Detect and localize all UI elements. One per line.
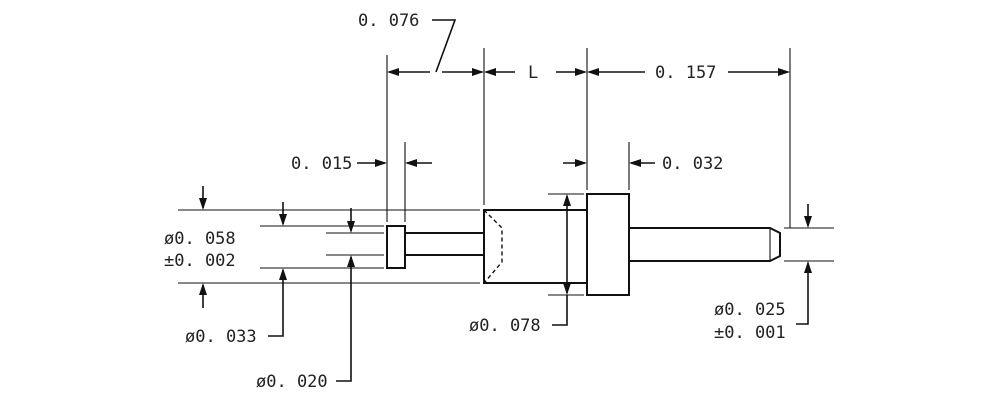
dim-0015-arrows — [357, 159, 432, 167]
dim-0025-arrows — [796, 204, 812, 325]
flange — [586, 193, 630, 296]
dim-0032-arrows — [563, 159, 655, 167]
label-dia-0078: ø0. 078 — [469, 316, 541, 336]
dim-0033-arrows — [268, 202, 287, 337]
label-0157: 0. 157 — [655, 63, 716, 83]
socket-chamfer-hidden — [483, 209, 503, 284]
label-dia-0020: ø0. 020 — [256, 372, 328, 392]
dim-0078-arrows — [552, 194, 571, 326]
label-dia-0058: ø0. 058 — [164, 229, 236, 249]
label-tol-0001: ±0. 001 — [714, 323, 786, 343]
tail-collar — [386, 225, 406, 269]
pin-part — [386, 193, 781, 296]
dim-0058-arrows — [199, 186, 207, 308]
label-0032: 0. 032 — [662, 154, 723, 174]
label-dia-0025: ø0. 025 — [714, 300, 786, 320]
label-0015: 0. 015 — [291, 154, 352, 174]
dimension-labels: 0. 076 L 0. 157 0. 015 0. 032 ø0. 058 ±0… — [164, 11, 786, 392]
extension-lines — [178, 48, 834, 296]
label-0076: 0. 076 — [358, 11, 419, 31]
contact-pin — [628, 227, 781, 262]
leader-0076 — [432, 19, 457, 73]
label-dia-0033: ø0. 033 — [185, 327, 257, 347]
dim-0020-arrows — [336, 208, 355, 382]
socket-body — [483, 209, 588, 284]
tail-shaft — [403, 232, 485, 256]
label-L: L — [528, 63, 538, 83]
top-dimension-chain — [387, 19, 790, 76]
label-tol-0002: ±0. 002 — [164, 251, 236, 271]
